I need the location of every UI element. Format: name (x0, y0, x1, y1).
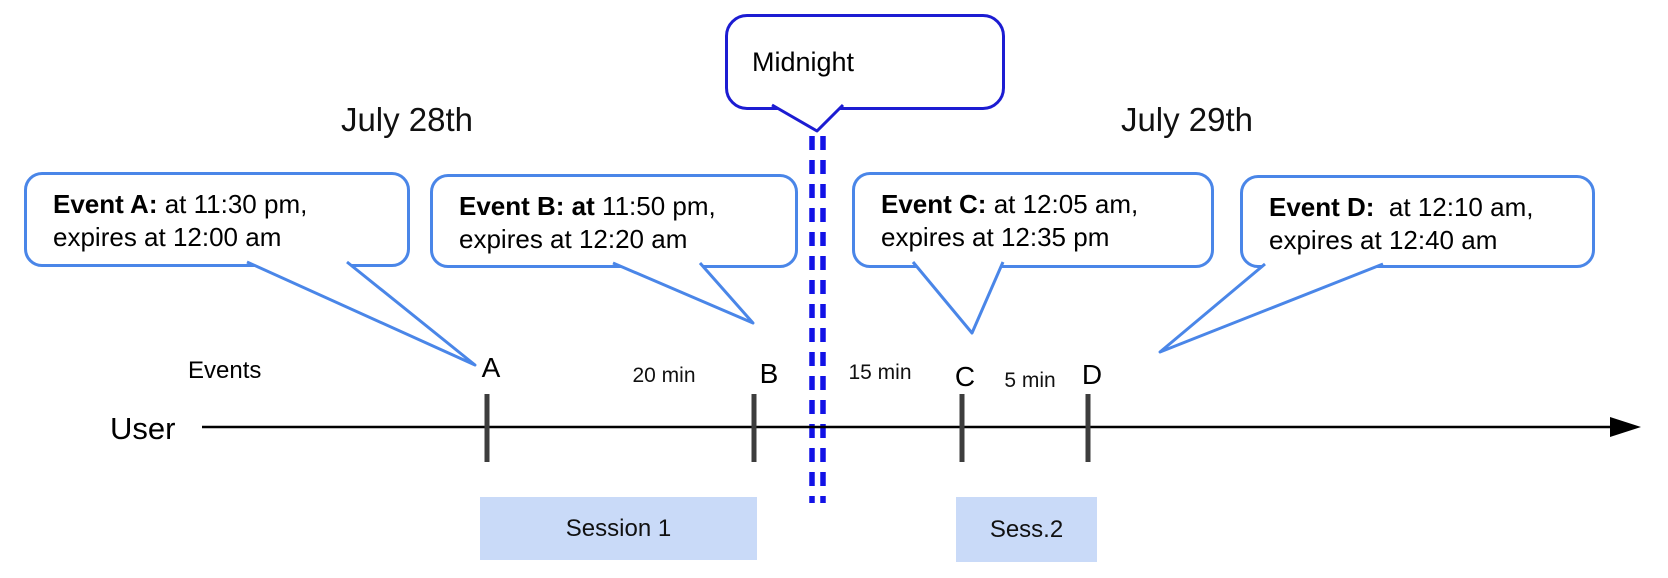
marker-d-label: D (1081, 359, 1103, 390)
event-b-line1: Event B: at 11:50 pm, (459, 191, 716, 221)
date-july-28: July 28th (340, 101, 474, 138)
session-2-label: Sess.2 (989, 515, 1064, 543)
timeline-arrowhead-icon (1610, 417, 1641, 437)
events-axis-label: Events (188, 357, 262, 384)
event-a-callout: Event A: at 11:30 pm, expires at 12:00 a… (24, 172, 410, 267)
event-c-callout: Event C: at 12:05 am, expires at 12:35 p… (852, 172, 1214, 268)
event-c-line1: Event C: at 12:05 am, (881, 189, 1139, 219)
event-a-callout-pointer (246, 260, 477, 367)
midnight-callout: Midnight (725, 14, 1005, 110)
user-axis-label: User (110, 411, 176, 446)
event-c-callout-pointer (911, 261, 1005, 335)
event-a-line2: expires at 12:00 am (53, 222, 282, 252)
event-a-line1: Event A: at 11:30 pm, (53, 189, 308, 219)
event-d-callout: Event D: at 12:10 am, expires at 12:40 a… (1240, 175, 1595, 268)
event-b-callout: Event B: at 11:50 pm, expires at 12:20 a… (430, 174, 798, 268)
duration-b-to-c: 15 min (848, 361, 912, 384)
event-b-callout-pointer (612, 261, 755, 325)
session-2-box: Sess.2 (956, 497, 1097, 562)
event-c-line2: expires at 12:35 pm (881, 222, 1110, 252)
session-1-box: Session 1 (480, 497, 757, 560)
event-d-callout-pointer (1158, 262, 1384, 354)
date-july-29: July 29th (1120, 101, 1254, 138)
midnight-label: Midnight (752, 46, 855, 77)
event-d-line2: expires at 12:40 am (1269, 225, 1498, 255)
duration-a-to-b: 20 min (632, 364, 696, 387)
event-b-line2: expires at 12:20 am (459, 224, 688, 254)
marker-c-label: C (954, 361, 976, 392)
duration-c-to-d: 5 min (1004, 369, 1056, 392)
event-d-line1: Event D: at 12:10 am, (1269, 192, 1534, 222)
marker-b-label: B (759, 358, 779, 389)
marker-a-label: A (481, 352, 501, 383)
session-1-label: Session 1 (565, 514, 672, 542)
